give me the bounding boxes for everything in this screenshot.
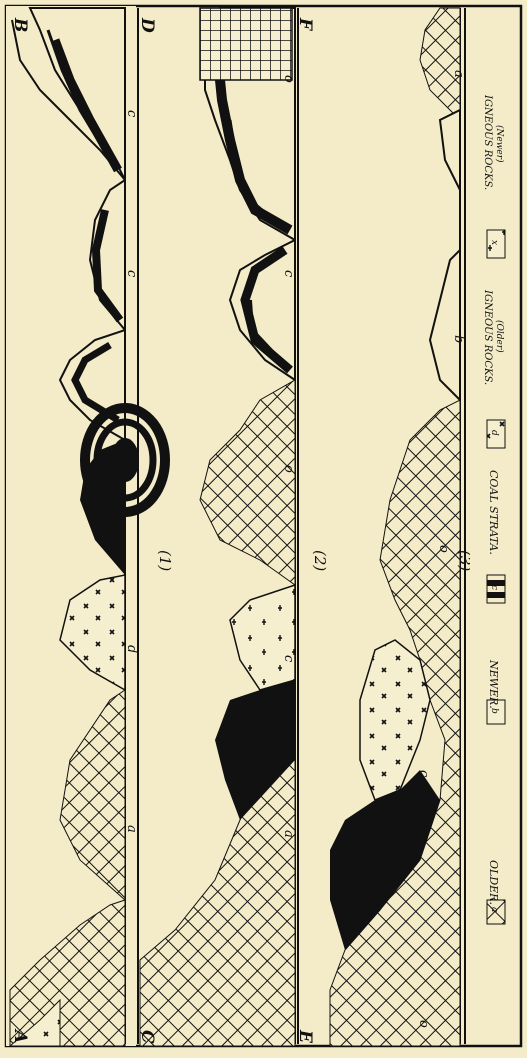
letter-s2-c1: c (281, 655, 296, 663)
letter-s1-d: d (124, 645, 139, 653)
letter-s2-a: a (281, 830, 296, 838)
legend-label-igneous-newer: IGNEOUS ROCKS. (482, 94, 493, 190)
letter-s1-a: a (124, 825, 139, 833)
section-1 (6, 6, 165, 1046)
legend-label-coal: COAL STRATA. (487, 470, 500, 555)
letter-s3-b: b (451, 335, 466, 343)
legend-label-newer: NEWER. (487, 659, 500, 709)
letter-s3-o2: o (436, 545, 451, 553)
letter-s3-o1: o (416, 1020, 431, 1028)
legend-symbol-igneous-newer: x (489, 240, 499, 245)
legend-symbol-older: a (489, 907, 499, 912)
legend-symbol-newer: b (489, 708, 499, 714)
section-1-label: (1) (156, 550, 174, 571)
letter-s2-o2: o (281, 75, 296, 83)
letter-s1-c3: c (124, 110, 139, 118)
section-3 (298, 8, 460, 1046)
end-letter-f: F (295, 17, 315, 32)
legend-note-igneous-older: (Older) (494, 320, 505, 353)
letter-s2-c2: c (281, 270, 296, 278)
legend-label-older: OLDER. (487, 860, 500, 905)
legend-symbol-igneous-older: d (489, 430, 499, 436)
section-2 (138, 8, 295, 1046)
letter-s1-c2: c (124, 270, 139, 278)
section-2-label: (2) (311, 550, 329, 571)
legend-symbol-coal: c (489, 585, 499, 590)
legend: a OLDER. b NEWER. c COAL STRATA. d IGNEO… (465, 8, 518, 1044)
end-letter-a: A (10, 1028, 30, 1043)
end-letter-e: E (295, 1029, 315, 1044)
letter-s1-c1: c (124, 460, 139, 468)
letter-s3-a: a (451, 70, 466, 78)
letter-s3-c: c (416, 770, 431, 778)
legend-label-igneous-older: IGNEOUS ROCKS. (482, 289, 493, 385)
end-letter-b: B (10, 17, 30, 32)
end-letter-c: C (137, 1030, 157, 1044)
letter-s2-o1: o (281, 465, 296, 473)
legend-note-igneous-newer: (Newer) (494, 125, 505, 163)
end-letter-d: D (137, 17, 157, 33)
